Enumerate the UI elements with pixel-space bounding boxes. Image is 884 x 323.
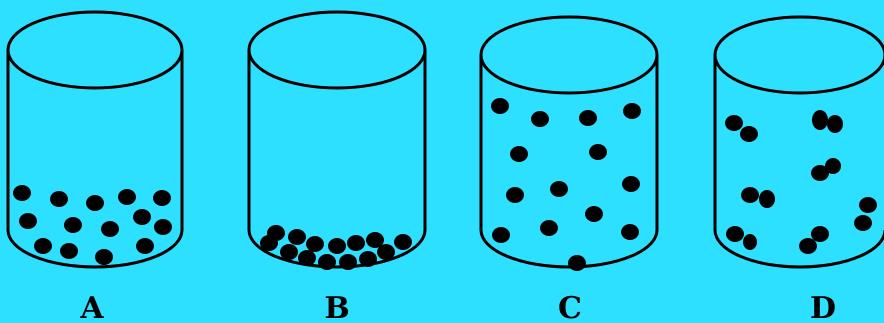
particle — [568, 255, 586, 271]
particle — [328, 238, 346, 254]
particle — [86, 195, 104, 211]
container-d-label: D — [810, 291, 836, 323]
container-c-label: C — [558, 291, 582, 323]
particle — [799, 238, 817, 254]
particle — [589, 144, 607, 160]
particle — [377, 244, 395, 260]
particle — [34, 238, 52, 254]
particle — [133, 209, 151, 225]
particle — [359, 251, 377, 267]
particle — [759, 190, 775, 208]
particle — [19, 213, 37, 229]
container-a-particles — [13, 185, 172, 265]
particle — [260, 235, 278, 251]
particle — [95, 249, 113, 265]
container-a-rim — [8, 12, 182, 88]
particle — [622, 176, 640, 192]
particle — [339, 254, 357, 270]
container-b-rim — [249, 12, 425, 88]
particle — [510, 146, 528, 162]
particle — [394, 234, 412, 250]
container-b: B — [249, 12, 425, 323]
particle — [136, 238, 154, 254]
particle — [288, 229, 306, 245]
particle — [60, 243, 78, 259]
container-b-label: B — [324, 291, 349, 323]
container-d-rim — [715, 17, 884, 93]
particle — [854, 215, 872, 231]
particle — [298, 250, 316, 266]
particle — [859, 197, 877, 213]
container-a-body — [8, 50, 182, 267]
particle — [13, 185, 31, 201]
container-a-label: A — [79, 291, 104, 323]
particle — [154, 219, 172, 235]
particle — [492, 227, 510, 243]
particle — [621, 224, 639, 240]
particle — [726, 226, 744, 242]
particle — [50, 191, 68, 207]
particle — [811, 226, 829, 242]
particle — [579, 110, 597, 126]
particle — [623, 103, 641, 119]
container-c: C — [481, 17, 657, 323]
particle — [540, 220, 558, 236]
particle — [318, 254, 336, 270]
particle — [741, 187, 759, 203]
particle — [64, 217, 82, 233]
container-c-rim — [481, 17, 657, 93]
container-c-particles — [491, 98, 641, 271]
container-b-particles — [260, 225, 412, 270]
particle — [491, 98, 509, 114]
particle — [827, 115, 843, 133]
container-a: A — [8, 12, 182, 323]
container-d: D — [715, 17, 884, 323]
particle — [743, 234, 757, 250]
particle — [725, 115, 743, 131]
particle — [153, 190, 171, 206]
particle — [306, 236, 324, 252]
particle — [550, 181, 568, 197]
particle — [585, 206, 603, 222]
particle — [531, 111, 549, 127]
particle — [101, 221, 119, 237]
particle — [280, 244, 298, 260]
container-d-particles — [725, 110, 877, 254]
particle — [740, 126, 758, 142]
particle — [347, 235, 365, 251]
particle — [812, 110, 828, 130]
particle — [118, 189, 136, 205]
particle — [825, 158, 841, 174]
particle — [506, 187, 524, 203]
